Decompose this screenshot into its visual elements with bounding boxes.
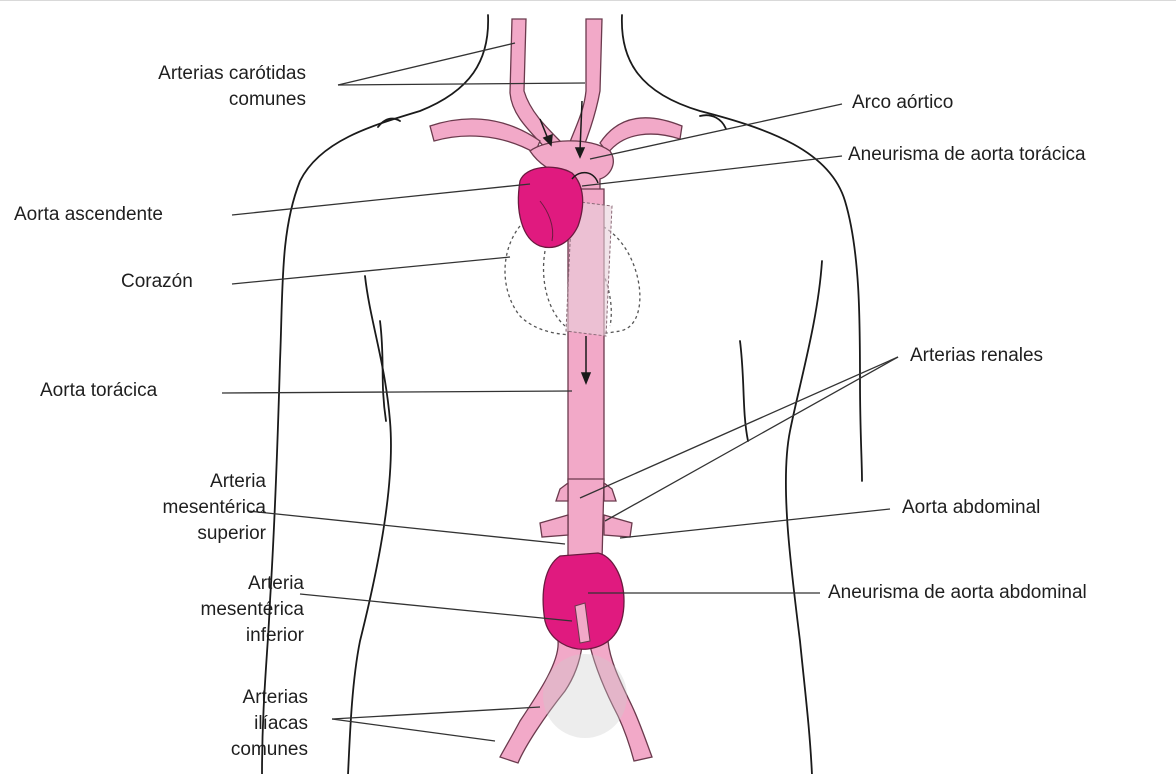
label-iliac-line-3: comunes xyxy=(200,737,308,763)
label-inferior-mesenteric: Arteria mesentérica inferior xyxy=(160,571,304,649)
label-thoracic-aneurysm: Aneurisma de aorta torácica xyxy=(848,142,1086,168)
label-aortic-arch: Arco aórtico xyxy=(852,90,953,116)
label-renal-arteries: Arterias renales xyxy=(910,343,1043,369)
label-ascending-aorta: Aorta ascendente xyxy=(14,202,163,228)
label-inferior-mesenteric-line-3: inferior xyxy=(160,623,304,649)
label-carotid-arteries: Arterias carótidas comunes xyxy=(90,61,306,113)
label-abdominal-aorta: Aorta abdominal xyxy=(902,495,1040,521)
label-thoracic-aorta: Aorta torácica xyxy=(40,378,157,404)
label-abdominal-aneurysm: Aneurisma de aorta abdominal xyxy=(828,580,1087,606)
label-inferior-mesenteric-line-1: Arteria xyxy=(160,571,304,597)
watermark-circle xyxy=(543,654,627,738)
label-superior-mesenteric-line-3: superior xyxy=(146,521,266,547)
label-carotid-line-2: comunes xyxy=(90,87,306,113)
label-heart: Corazón xyxy=(121,269,193,295)
label-superior-mesenteric-line-2: mesentérica xyxy=(146,495,266,521)
label-superior-mesenteric: Arteria mesentérica superior xyxy=(146,469,266,547)
label-superior-mesenteric-line-1: Arteria xyxy=(146,469,266,495)
label-iliac-arteries: Arterias ilíacas comunes xyxy=(200,685,308,763)
label-iliac-line-1: Arterias xyxy=(200,685,308,711)
label-inferior-mesenteric-line-2: mesentérica xyxy=(160,597,304,623)
label-iliac-line-2: ilíacas xyxy=(200,711,308,737)
label-carotid-line-1: Arterias carótidas xyxy=(90,61,306,87)
